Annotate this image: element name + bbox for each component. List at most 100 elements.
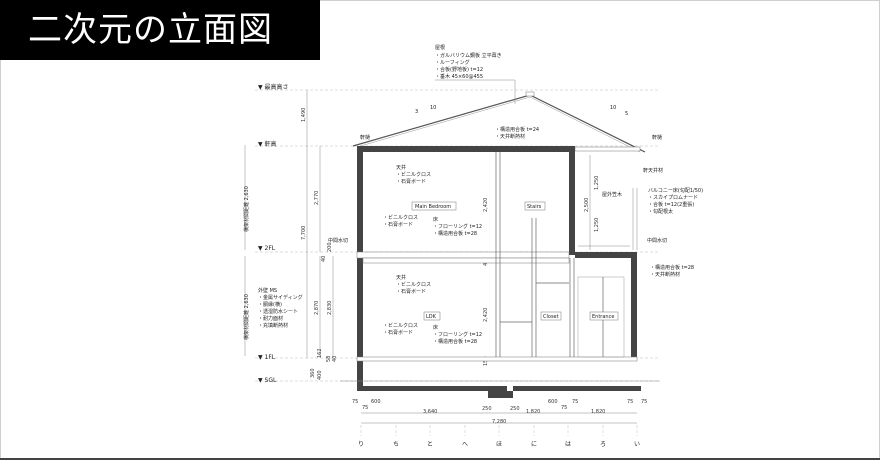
svg-text:Entrance: Entrance: [592, 314, 614, 320]
svg-text:ろ: ろ: [600, 441, 606, 448]
dim-2420-upper: 2,420: [483, 198, 489, 212]
dim-162: 162: [317, 348, 323, 358]
grid-label: い: [634, 425, 640, 448]
svg-text:・ガルバリウム鋼板 立平葺き: ・ガルバリウム鋼板 立平葺き: [435, 52, 502, 59]
grid-label: ほ: [496, 425, 502, 448]
balcony-rail-label: 屋外笠木: [602, 191, 622, 198]
svg-text:床: 床: [433, 324, 438, 331]
dim-400: 400: [317, 370, 323, 380]
vertical-dimension-lines: [306, 90, 591, 358]
svg-text:・フローリング t=12: ・フローリング t=12: [433, 223, 482, 230]
dim-75-f: 75: [641, 399, 647, 405]
slope-left-rise: 3: [415, 109, 418, 115]
svg-text:・構造用合板 t=28: ・構造用合板 t=28: [650, 264, 694, 271]
dim-75-c: 75: [561, 405, 567, 411]
grid-label: へ: [462, 425, 468, 448]
dim-upper: 2,770: [314, 191, 320, 205]
grid-axis-labels: り ち と へ ほ に は ろ い: [358, 425, 640, 448]
exterior-wall-note: 外壁 MS ・金属サイディング ・胴縁(横) ・透湿防水シート ・耐力面材 ・充…: [258, 287, 303, 329]
ceiling-1f-note: 天井 ・ビニルクロス ・石膏ボード: [396, 274, 431, 295]
svg-text:・石膏ボード: ・石膏ボード: [396, 178, 426, 185]
vertical-label-lower: 横架材間距離 2,630: [243, 294, 250, 340]
soffit-label: 軒天井材: [643, 167, 663, 174]
dim-1820-a: 1,820: [526, 409, 540, 415]
svg-text:・構造用合板 t=28: ・構造用合板 t=28: [433, 230, 477, 237]
room-closet: Closet: [540, 311, 562, 321]
dim-balcony-2: 1,250: [594, 218, 600, 232]
ceiling-beam-note: ・構造用合板 t=24 ・天井断熱材: [495, 126, 539, 140]
dim-3640: 3,640: [423, 409, 437, 415]
svg-text:と: と: [427, 441, 433, 448]
svg-text:・構造用合板 t=28: ・構造用合板 t=28: [433, 338, 477, 345]
dim-58: 58: [326, 356, 332, 362]
room-ldk: LDK: [423, 311, 441, 321]
dim-250-a: 250: [482, 406, 492, 412]
roof-note: 屋根 ・ガルバリウム鋼板 立平葺き ・ルーフィング ・合板(野地板) t=12 …: [435, 44, 516, 104]
svg-text:・耐力面材: ・耐力面材: [258, 315, 283, 322]
room-entrance: Entrance: [589, 311, 619, 321]
svg-text:・ルーフィング: ・ルーフィング: [435, 59, 470, 66]
svg-text:に: に: [531, 441, 537, 448]
svg-text:・ビニルクロス: ・ビニルクロス: [396, 171, 431, 178]
grid-label: ち: [393, 425, 399, 448]
svg-text:・スカイプロムナード: ・スカイプロムナード: [648, 195, 698, 201]
dim-600-a: 600: [371, 399, 381, 405]
grid-label: に: [531, 425, 537, 448]
svg-text:い: い: [634, 441, 640, 448]
level-max-height: ▼ 最高高さ: [258, 83, 289, 91]
level-2fl: ▼ 2FL: [258, 245, 276, 252]
dim-7280: 7,280: [492, 419, 506, 425]
grid-label: ろ: [600, 425, 606, 448]
wall-1f-note: ・ビニルクロス ・石膏ボード: [383, 322, 418, 336]
dim-balcony-total: 2,500: [584, 198, 590, 212]
balcony-note: バルコニー床(勾配1/50) ・スカイプロムナード ・合板 t=12(2重張) …: [648, 187, 703, 215]
svg-text:・フローリング t=12: ・フローリング t=12: [433, 331, 482, 338]
svg-text:・天井断熱材: ・天井断熱材: [650, 271, 680, 278]
dim-600-b: 600: [548, 399, 558, 405]
entrance-ceiling-note: ・構造用合板 t=28 ・天井断熱材: [650, 264, 694, 278]
dim-200: 200: [327, 242, 333, 252]
level-1fl: ▼ 1FL: [258, 354, 276, 361]
svg-text:屋根: 屋根: [435, 44, 445, 51]
svg-text:床: 床: [433, 216, 438, 223]
svg-text:・石膏ボード: ・石膏ボード: [383, 329, 413, 336]
svg-text:へ: へ: [462, 441, 468, 448]
svg-text:・合板 t=12(2重張): ・合板 t=12(2重張): [648, 201, 694, 208]
svg-text:天井: 天井: [396, 274, 406, 281]
svg-text:・充填断熱材: ・充填断熱材: [258, 322, 288, 329]
dim-360: 360: [310, 368, 316, 378]
page-title: 二次元の立面図: [0, 0, 320, 60]
bottom-border: [0, 458, 880, 460]
dim-250-b: 250: [510, 406, 520, 412]
svg-text:・石膏ボード: ・石膏ボード: [396, 288, 426, 295]
dim-total: 7,700: [301, 226, 307, 240]
slope-right-run: 10: [610, 105, 616, 111]
svg-text:・透湿防水シート: ・透湿防水シート: [258, 308, 298, 315]
roof: [352, 91, 646, 153]
svg-text:は: は: [565, 441, 571, 448]
level-eave-height: ▼ 軒高: [258, 140, 277, 148]
eave-gutter-left: 軒樋: [360, 134, 370, 141]
svg-text:バルコニー床(勾配1/50): バルコニー床(勾配1/50): [648, 187, 703, 194]
dim-40b: 40: [332, 356, 338, 362]
svg-text:外壁 MS: 外壁 MS: [258, 287, 277, 294]
dim-lower-1: 2,870: [314, 301, 320, 315]
svg-text:・天井断熱材: ・天井断熱材: [495, 133, 525, 140]
slope-left-run: 10: [430, 105, 436, 111]
svg-text:・胴縁(横): ・胴縁(横): [258, 301, 282, 308]
grid-label: と: [427, 425, 433, 448]
wall-2f-note: ・ビニルクロス ・石膏ボード: [383, 214, 418, 228]
dim-lower-2: 2,830: [327, 301, 333, 315]
grid-label: り: [358, 425, 364, 448]
room-stairs: Stairs: [524, 201, 546, 211]
dim-roof: 1,490: [301, 108, 307, 122]
floor-1f-note: 床 ・フローリング t=12 ・構造用合板 t=28: [433, 324, 482, 345]
eave-gutter-right: 軒樋: [652, 134, 662, 141]
dim-75-a: 75: [352, 399, 358, 405]
building-section: [340, 146, 660, 398]
room-main-bedroom: Main Bedroom: [411, 201, 457, 211]
level-sgl: ▼ SGL: [258, 377, 277, 384]
dim-75-d: 75: [572, 399, 578, 405]
mid-flashing-right: 中間水切: [647, 237, 667, 244]
